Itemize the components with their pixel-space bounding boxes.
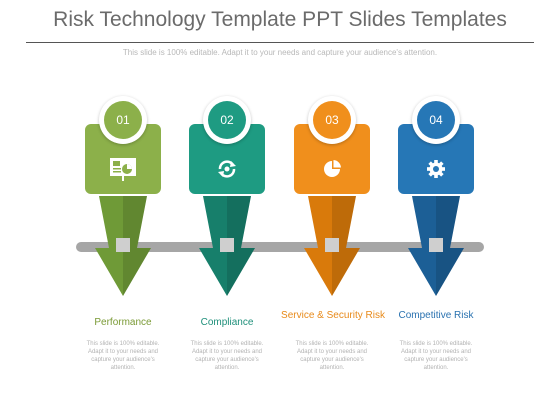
slide-title: Risk Technology Template PPT Slides Temp… [53,8,507,31]
step-description: This slide is 100% editable. Adapt it to… [86,341,160,371]
slide-subtitle: This slide is 100% editable. Adapt it to… [122,48,438,57]
step-number: 02 [208,101,246,139]
timeline-connector [116,238,130,252]
presentation-chart-icon [110,158,136,181]
step-label-service-security-risk: Service & Security Risk [281,310,385,321]
gear-icon [427,160,445,178]
step-description: This slide is 100% editable. Adapt it to… [190,341,264,371]
timeline-bar [76,242,484,252]
step-number: 04 [417,101,455,139]
title-underline [26,42,534,43]
pie-chart-icon [324,160,341,177]
step-label-competitive-risk: Competitive Risk [398,310,474,321]
refresh-cycle-icon [218,160,236,178]
timeline-connector [325,238,339,252]
step-card-3: 03 [294,96,370,296]
step-number-badge: 03 [308,96,356,144]
step-number-badge: 01 [99,96,147,144]
timeline-connector [220,238,234,252]
step-description: This slide is 100% editable. Adapt it to… [399,341,473,371]
step-card-1: 01 [85,96,161,296]
step-label-compliance: Compliance [200,317,254,328]
step-number-badge: 02 [203,96,251,144]
step-number: 03 [313,101,351,139]
step-description: This slide is 100% editable. Adapt it to… [295,341,369,371]
step-card-2: 02 [189,96,265,296]
step-number: 01 [104,101,142,139]
step-label-performance: Performance [94,317,152,328]
step-card-4: 04 [398,96,474,296]
timeline-connector [429,238,443,252]
step-number-badge: 04 [412,96,460,144]
